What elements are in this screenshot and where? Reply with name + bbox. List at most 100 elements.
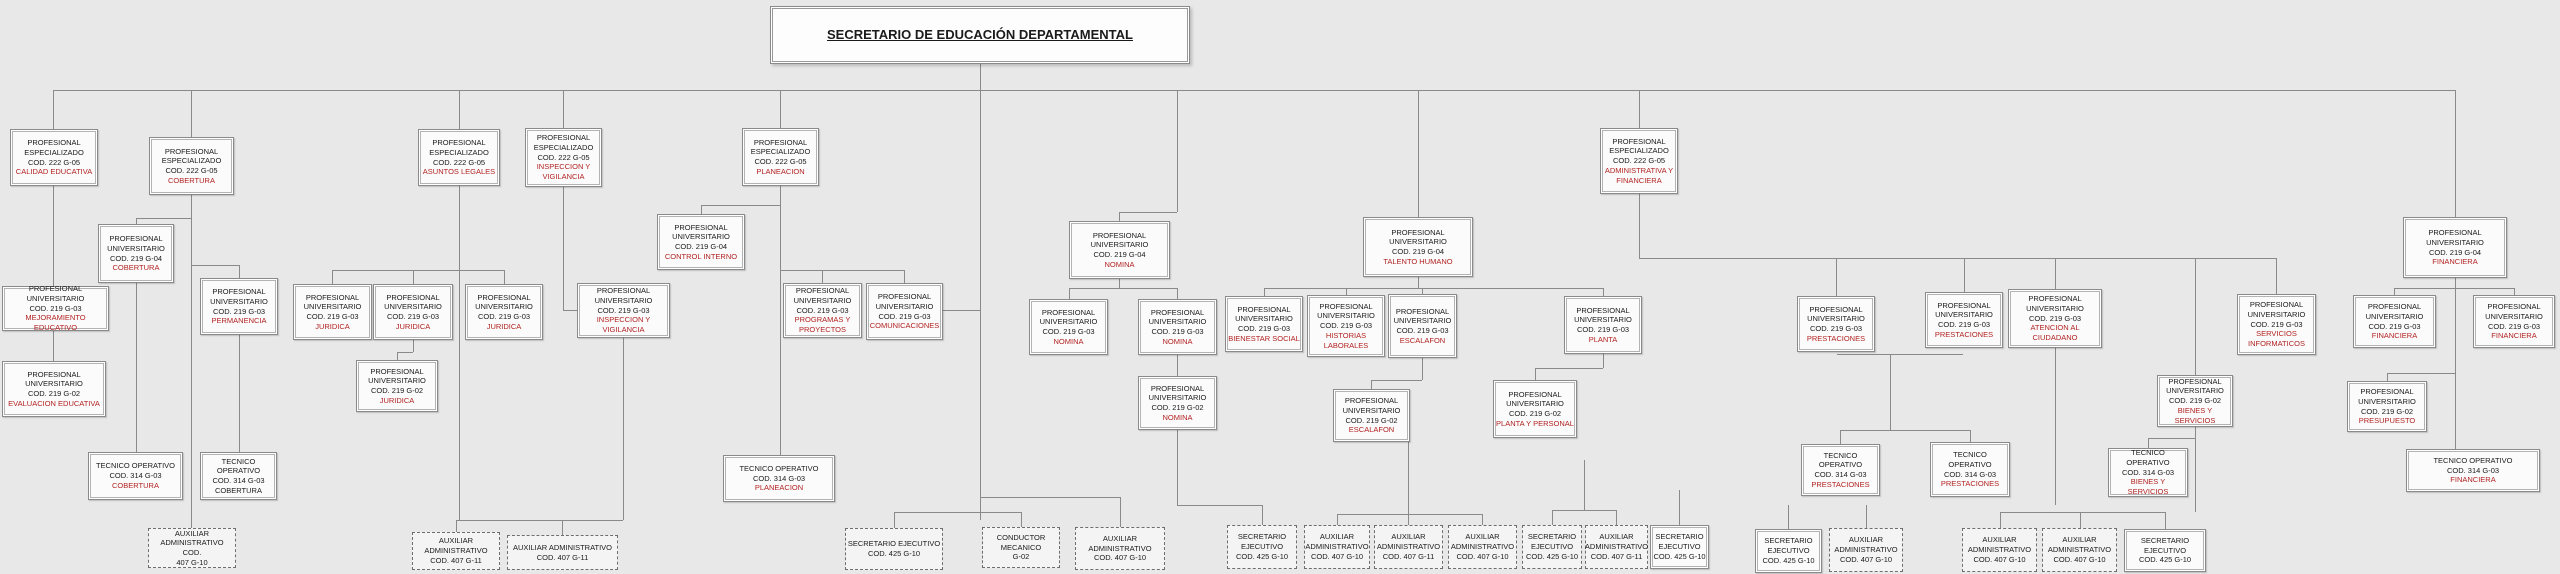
connector-line [239,265,240,278]
connector-line [980,497,1120,498]
uni3-atencion-ciudadano-label: ATENCION AL [2030,323,2080,333]
connector-line [504,270,505,284]
uni3-planta-label: PLANTA [1588,334,1618,344]
uni3-planta-label: UNIVERSITARIO [1574,315,1632,325]
uni2-escalafon-label: UNIVERSITARIO [1342,405,1401,415]
connector-line [980,64,981,90]
uni4-cobertura-label: PROFESIONAL [109,234,163,243]
uni4-control-interno-label: UNIVERSITARIO [672,232,730,242]
connector-line [1177,288,1178,299]
uni3-nomina-2-label: NOMINA [1162,336,1193,346]
title-box-label: SECRETARIO DE EDUCACIÓN DEPARTAMENTAL [827,26,1133,42]
connector-line [1177,90,1178,212]
esp-cobertura-label: COBERTURA [168,175,215,185]
uni3-juridica-2-label: UNIVERSITARIO [384,302,442,312]
connector-line [2387,373,2455,374]
sec-ejecutivo-5-label: COD. 425 G-10 [1762,555,1815,565]
uni3-historias-laborales-label: HISTORIAS [1325,330,1367,340]
uni4-nomina-label: UNIVERSITARIO [1090,240,1149,250]
esp-calidad-educativa-label: COD. 222 G-05 [27,157,81,167]
uni3-prestaciones-2-label: PRESTACIONES [1934,329,1994,339]
uni3-permanencia-label: UNIVERSITARIO [210,296,268,306]
aux-adm-10-label: ADMINISTRATIVO [1967,545,2032,555]
connector-line [459,186,460,520]
esp-calidad-educativa-label: ESPECIALIZADO [24,147,84,157]
uni3-historias-laborales-label: LABORALES [1323,340,1369,350]
tec-bienes-servicios-label: BIENES Y SERVICIOS [2127,477,2169,497]
uni3-bienestar-social-label: PROFESIONAL [1237,304,1291,314]
connector-line [701,205,702,214]
connector-line [136,283,137,452]
uni3-financiera-2-label: UNIVERSITARIO [2485,311,2543,321]
aux-adm-11-label: ADMINISTRATIVO [2047,545,2112,555]
connector-line [1552,510,1616,511]
uni3-juridica-1-label: COD. 219 G-03 [306,312,359,321]
esp-inspeccion-vigilancia-label: COD. 222 G-05 [537,152,590,162]
tec-cobertura-2-label: COBERTURA [215,485,262,495]
connector-line [1836,258,1837,296]
connector-line [1337,514,1338,525]
uni3-planta-label: COD. 219 G-03 [1576,325,1630,334]
connector-line [1837,354,1963,355]
uni3-escalafon-label: COD. 219 G-03 [1396,326,1449,335]
uni3-prestaciones-1-label: PRESTACIONES [1806,333,1866,343]
conductor-mecanico-label: G-02 [1012,552,1030,562]
sec-ejecutivo-1-label: SECRETARIO EJECUTIVO [847,539,941,549]
aux-adm-8-label: COD. 407 G-11 [1590,551,1643,561]
uni3-comunicaciones-label: PROFESIONAL [877,292,932,301]
connector-line [1535,368,1536,380]
uni2-nomina-label: PROFESIONAL [1150,383,1205,393]
sec-ejecutivo-2-label: SECRETARIO [1237,532,1287,542]
tec-cobertura-2-label: TECNICO OPERATIVO [216,456,261,476]
uni3-inspeccion-vigilancia-label: COD. 219 G-03 [597,305,650,315]
uni3-prestaciones-1-label: UNIVERSITARIO [1807,314,1865,324]
uni3-juridica-3-label: PROFESIONAL [477,292,531,302]
uni2-bienes-servicios-label: COD. 219 G-02 [2168,396,2222,406]
aux-adm-8-label: AUXILIAR [1599,532,1634,542]
connector-line [2055,348,2056,505]
uni3-programas-proyectos-label: PROGRAMAS Y [794,315,851,325]
aux-adm-5-label: COD. 407 G-10 [1310,551,1364,561]
esp-administrativa-financiera-label: FINANCIERA [1616,175,1662,185]
aux-adm-6-label: COD. 407 G-11 [1382,551,1435,561]
sec-ejecutivo-2-label: EJECUTIVO [1240,542,1284,552]
aux-adm-1-label: 407 G-10 [176,557,208,567]
connector-line [780,186,781,455]
uni2-presupuesto-label: COD. 219 G-02 [2360,406,2414,416]
esp-asuntos-legales-label: ASUNTOS LEGALES [422,167,496,177]
connector-line [413,340,414,352]
aux-adm-3-label: COD. 407 G-11 [536,552,589,562]
connector-line [2195,258,2196,375]
tec-financiera-label: TECNICO OPERATIVO [2433,455,2513,465]
connector-line [1418,277,1419,288]
uni3-bienestar-social-label: UNIVERSITARIO [1235,314,1293,324]
connector-line [1120,497,1121,527]
uni3-juridica-1-label: JURIDICA [315,321,350,331]
aux-adm-2-label: AUXILIAR [438,536,474,546]
uni4-nomina-label: PROFESIONAL [1092,230,1147,240]
connector-line [822,270,823,283]
esp-administrativa-financiera-label: ADMINISTRATIVA Y [1604,165,1674,175]
sec-ejecutivo-4-label: COD. 425 G-10 [1653,551,1706,561]
uni4-talento-humano-label: COD. 219 G-04 [1391,247,1445,256]
tec-planeacion-label: COD. 314 G-03 [752,473,806,483]
uni3-juridica-1-label: PROFESIONAL [305,292,360,302]
connector-line [456,520,623,521]
connector-line [1262,505,1263,525]
connector-line [191,90,192,137]
connector-line [191,265,239,266]
esp-calidad-educativa-label: CALIDAD EDUCATIVA [15,167,93,177]
connector-line [332,270,333,284]
